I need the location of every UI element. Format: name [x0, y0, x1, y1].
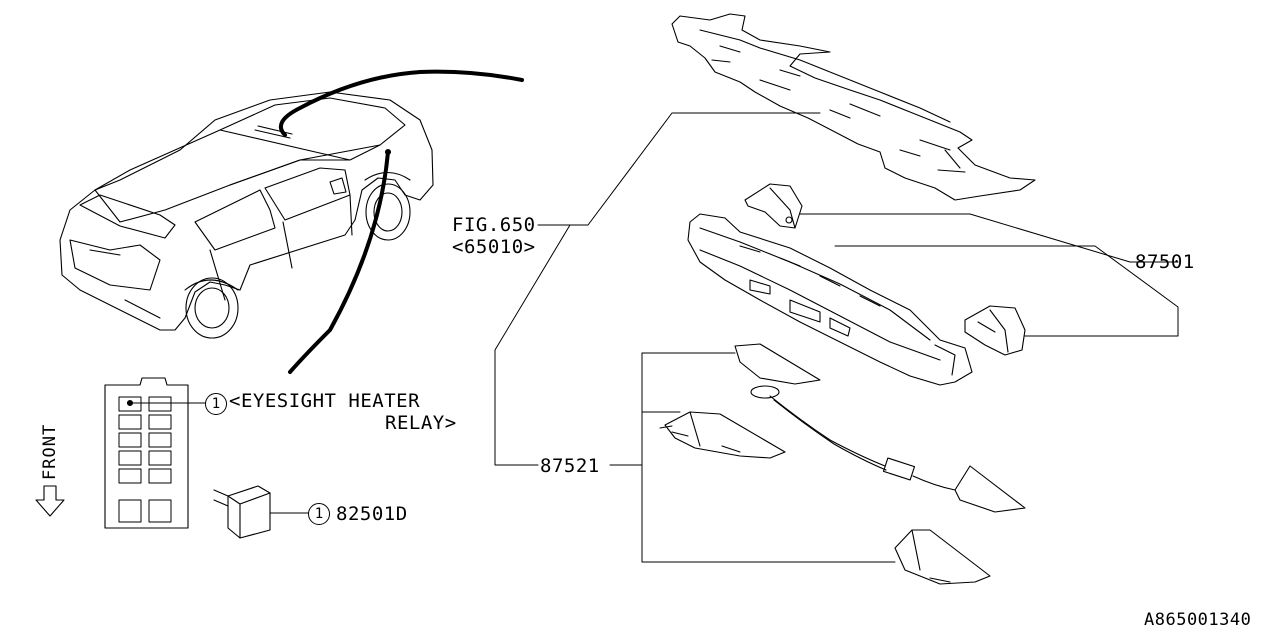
down-arrow-icon [35, 485, 65, 517]
front-label: FRONT [40, 423, 60, 480]
duct-assembly [687, 183, 1026, 386]
fig-sub-label: <65010> [452, 236, 536, 258]
relay-part-callout-number: 1 [308, 503, 330, 525]
relay-box [104, 377, 206, 529]
harness-route [279, 69, 524, 137]
fig-ref-label: FIG.650 [452, 214, 536, 236]
leader-lines [494, 112, 1179, 563]
relay-title-line2: RELAY> [385, 412, 457, 434]
support-bracket [671, 13, 1036, 201]
relay-part [213, 485, 309, 539]
drawing-id: A865001340 [1144, 610, 1252, 630]
heater-parts [659, 343, 1026, 585]
relay-part-label: 82501D [336, 503, 408, 525]
relay-title: <EYESIGHT HEATER [229, 390, 421, 412]
relay-callout-number: 1 [205, 393, 227, 415]
part-87521-label: 87521 [540, 455, 600, 477]
part-87501-label: 87501 [1135, 251, 1195, 273]
